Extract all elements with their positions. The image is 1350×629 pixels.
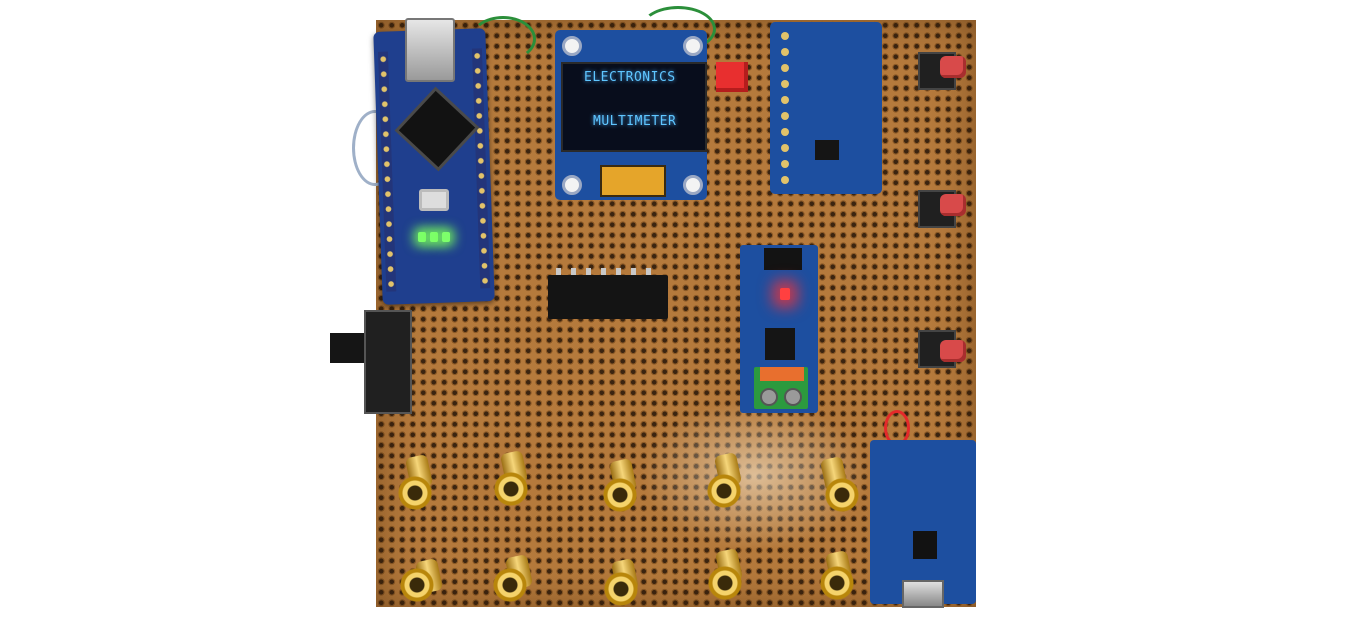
grey-wire <box>352 110 398 186</box>
green-led <box>418 232 426 242</box>
pin <box>781 112 789 120</box>
green-wire <box>640 6 716 52</box>
mounting-hole <box>562 36 582 56</box>
mounting-hole <box>683 36 703 56</box>
pin-header <box>764 248 802 270</box>
mounting-hole <box>562 175 582 195</box>
oled-ribbon-cable <box>600 165 666 197</box>
ic-leg <box>616 268 621 275</box>
reset-button <box>419 189 449 211</box>
banana-jack <box>820 566 854 600</box>
banana-jack <box>398 476 432 510</box>
ic-leg <box>631 268 636 275</box>
pin <box>781 48 789 56</box>
pin <box>781 144 789 152</box>
pin <box>781 160 789 168</box>
button-cap <box>940 194 966 216</box>
pin <box>781 128 789 136</box>
slide-switch-knob <box>330 333 366 363</box>
terminal-top <box>760 367 804 381</box>
ic-leg <box>646 268 651 275</box>
oled-line-2: MULTIMETER <box>593 114 677 129</box>
pin-header <box>377 51 397 292</box>
banana-jack <box>400 568 434 602</box>
green-led <box>430 232 438 242</box>
ic-leg <box>586 268 591 275</box>
banana-jack <box>493 568 527 602</box>
pin <box>781 96 789 104</box>
green-led <box>442 232 450 242</box>
screw <box>784 388 802 406</box>
banana-jack <box>825 478 859 512</box>
pin <box>781 80 789 88</box>
oled-screen <box>561 62 707 152</box>
adc-chip <box>815 140 839 160</box>
button-cap <box>940 340 966 362</box>
pin <box>781 32 789 40</box>
ic-leg <box>556 268 561 275</box>
banana-jack <box>708 566 742 600</box>
green-wire <box>470 16 536 62</box>
micro-usb-connector <box>902 580 944 608</box>
button-cap <box>940 56 966 78</box>
pin <box>781 176 789 184</box>
ic-leg <box>601 268 606 275</box>
dip-ic-chip <box>548 275 668 319</box>
sensor-chip <box>765 328 795 360</box>
slide-switch <box>364 310 412 414</box>
pin <box>781 64 789 72</box>
banana-jack <box>494 472 528 506</box>
mini-usb-connector <box>405 18 455 82</box>
banana-jack <box>603 478 637 512</box>
mounting-hole <box>683 175 703 195</box>
charger-module <box>870 440 976 604</box>
red-led <box>780 288 790 300</box>
screw <box>760 388 778 406</box>
oled-line-1: ELECTRONICS <box>584 70 676 85</box>
banana-jack <box>604 572 638 606</box>
banana-jack <box>707 474 741 508</box>
charger-chip <box>913 531 937 559</box>
red-component <box>716 62 748 92</box>
ic-leg <box>571 268 576 275</box>
